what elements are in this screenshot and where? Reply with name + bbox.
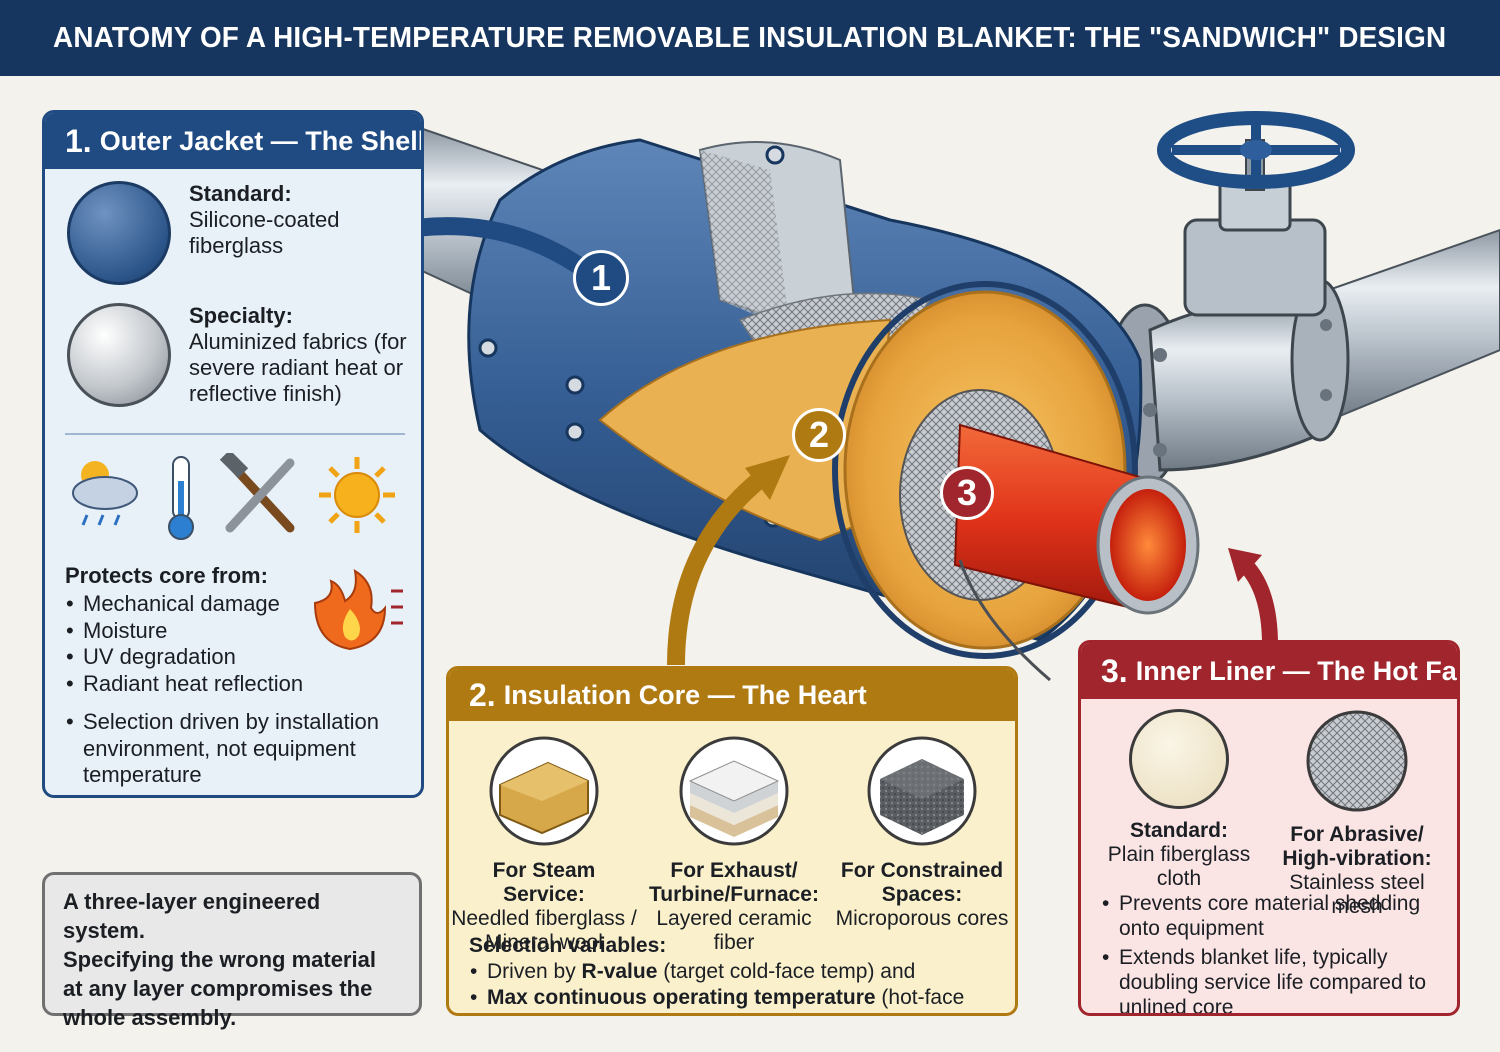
callout-1: 1: [573, 250, 629, 306]
core-steam-text: Needled fiberglass / Mineral wool: [451, 907, 637, 954]
liner-option-abrasive: For Abrasive/ High-vibration:Stainless s…: [1267, 709, 1447, 919]
protects-title: Protects core from:: [65, 563, 268, 588]
jacket-divider: [65, 433, 405, 435]
inner-liner-heading: 3. Inner Liner — The Hot Face: [1081, 643, 1457, 699]
insulation-core-number: 2.: [469, 676, 496, 713]
list-item: Mechanical damage: [65, 591, 303, 618]
selection-variables: Selection variables: Driven by R-value (…: [469, 933, 1015, 1013]
jacket-specialty-label: Specialty:: [189, 303, 293, 328]
sun-icon: [319, 457, 395, 533]
jacket-specialty-option: Specialty:Aluminized fabrics (for severe…: [67, 303, 414, 407]
selection-variables-title: Selection variables:: [469, 934, 667, 957]
tools-icon: [219, 453, 295, 533]
arrow-2-head: [745, 455, 790, 500]
core-option-exhaust: For Exhaust/ Turbine/Furnace:Layered cer…: [639, 735, 829, 955]
fire-icon: [313, 569, 403, 651]
liner-standard-text: Plain fiberglass cloth: [1107, 843, 1251, 890]
inner-liner-panel: 3. Inner Liner — The Hot Face Standard:P…: [1078, 640, 1460, 1016]
core-steam-label: For Steam Service:: [492, 859, 596, 906]
valve: [1103, 139, 1350, 487]
list-item: Radiant heat reflection: [65, 671, 303, 698]
outer-jacket-number: 1.: [65, 122, 92, 159]
summary-line-1: A three-layer engineered system.: [63, 889, 321, 943]
liner-notes: Prevents core material shedding onto equ…: [1101, 891, 1451, 1013]
ceramic-fiber-swatch-icon: [679, 736, 789, 846]
core-exhaust-label: For Exhaust/ Turbine/Furnace:: [649, 859, 819, 906]
summary-box: A three-layer engineered system. Specify…: [42, 872, 422, 1030]
list-item: UV degradation: [65, 644, 303, 671]
thermometer-icon: [168, 456, 194, 540]
inner-liner-title: Inner Liner — The Hot Face: [1135, 655, 1460, 686]
tie-wire: [958, 559, 1051, 682]
core-constrained-text: Microporous cores: [835, 907, 1009, 930]
insulation-core-panel: 2. Insulation Core — The Heart For Steam…: [446, 666, 1018, 1016]
list-item: Moisture: [65, 618, 303, 645]
var1-prefix: Driven by: [487, 960, 582, 983]
weather-icon: [72, 461, 138, 526]
core-constrained-label: For Constrained Spaces:: [840, 859, 1004, 906]
summary-line-2: Specifying the wrong material at any lay…: [63, 947, 376, 1030]
arrow-2: [667, 462, 778, 666]
inner-liner-number: 3.: [1101, 652, 1128, 689]
summary-text: A three-layer engineered system. Specify…: [63, 887, 401, 1032]
core-option-constrained: For Constrained Spaces:Microporous cores: [827, 735, 1015, 931]
list-item: Max continuous operating temperature (ho…: [469, 985, 1015, 1013]
steel-mesh-swatch: [1306, 710, 1408, 812]
liner-option-standard: Standard:Plain fiberglass cloth: [1089, 709, 1269, 891]
insulation-core-heading: 2. Insulation Core — The Heart: [449, 669, 1015, 721]
callout-2: 2: [792, 408, 846, 462]
valve-handwheel: [1157, 111, 1355, 189]
outer-jacket-title: Outer Jacket — The Shell: [99, 125, 424, 156]
jacket-standard-label: Standard:: [189, 181, 292, 206]
list-item: Prevents core material shedding onto equ…: [1101, 891, 1451, 941]
var2-suffix: (hot-face temp): [487, 986, 965, 1013]
callout-3: 3: [940, 466, 994, 520]
liner-standard-label: Standard:: [1129, 819, 1228, 842]
page-title: ANATOMY OF A HIGH-TEMPERATURE REMOVABLE …: [53, 21, 1447, 54]
selection-note-list: Selection driven by installation environ…: [65, 709, 395, 789]
protects-list: Mechanical damage Moisture UV degradatio…: [65, 591, 303, 697]
outer-jacket-panel: 1. Outer Jacket — The Shell Standard:Sil…: [42, 110, 424, 798]
jacket-standard-text: Silicone-coated fiberglass: [189, 207, 340, 258]
title-bar: ANATOMY OF A HIGH-TEMPERATURE REMOVABLE …: [0, 0, 1500, 76]
liner-abrasive-label: For Abrasive/ High-vibration:: [1282, 823, 1432, 870]
list-item: Driven by R-value (target cold-face temp…: [469, 959, 1015, 985]
core-option-steam: For Steam Service:Needled fiberglass / M…: [449, 735, 639, 955]
aluminized-fabric-swatch: [67, 303, 171, 407]
fiberglass-cloth-swatch: [1129, 709, 1229, 809]
environment-icons: [72, 453, 395, 540]
core-exhaust-text: Layered ceramic fiber: [656, 907, 812, 954]
insulation-core-title: Insulation Core — The Heart: [503, 679, 867, 710]
outer-jacket-heading: 1. Outer Jacket — The Shell: [45, 113, 421, 169]
list-item: Extends blanket life, typically doubling…: [1101, 945, 1451, 1013]
var1-bold: R-value: [581, 960, 658, 983]
fiberglass-swatch-icon: [489, 736, 599, 846]
arrow-3-head: [1228, 548, 1262, 582]
protects-list-block: Protects core from: Mechanical damage Mo…: [65, 563, 303, 697]
jacket-specialty-text: Aluminized fabrics (for severe radiant h…: [189, 329, 407, 406]
silicone-fiberglass-swatch: [67, 181, 171, 285]
hot-pipe: [953, 423, 1200, 615]
var2-bold: Max continuous operating temperature: [487, 986, 876, 1009]
selection-note: Selection driven by installation environ…: [65, 709, 395, 789]
microporous-swatch-icon: [867, 736, 977, 846]
jacket-standard-option: Standard:Silicone-coated fiberglass: [67, 181, 359, 285]
var1-suffix: (target cold-face temp) and: [657, 960, 916, 983]
